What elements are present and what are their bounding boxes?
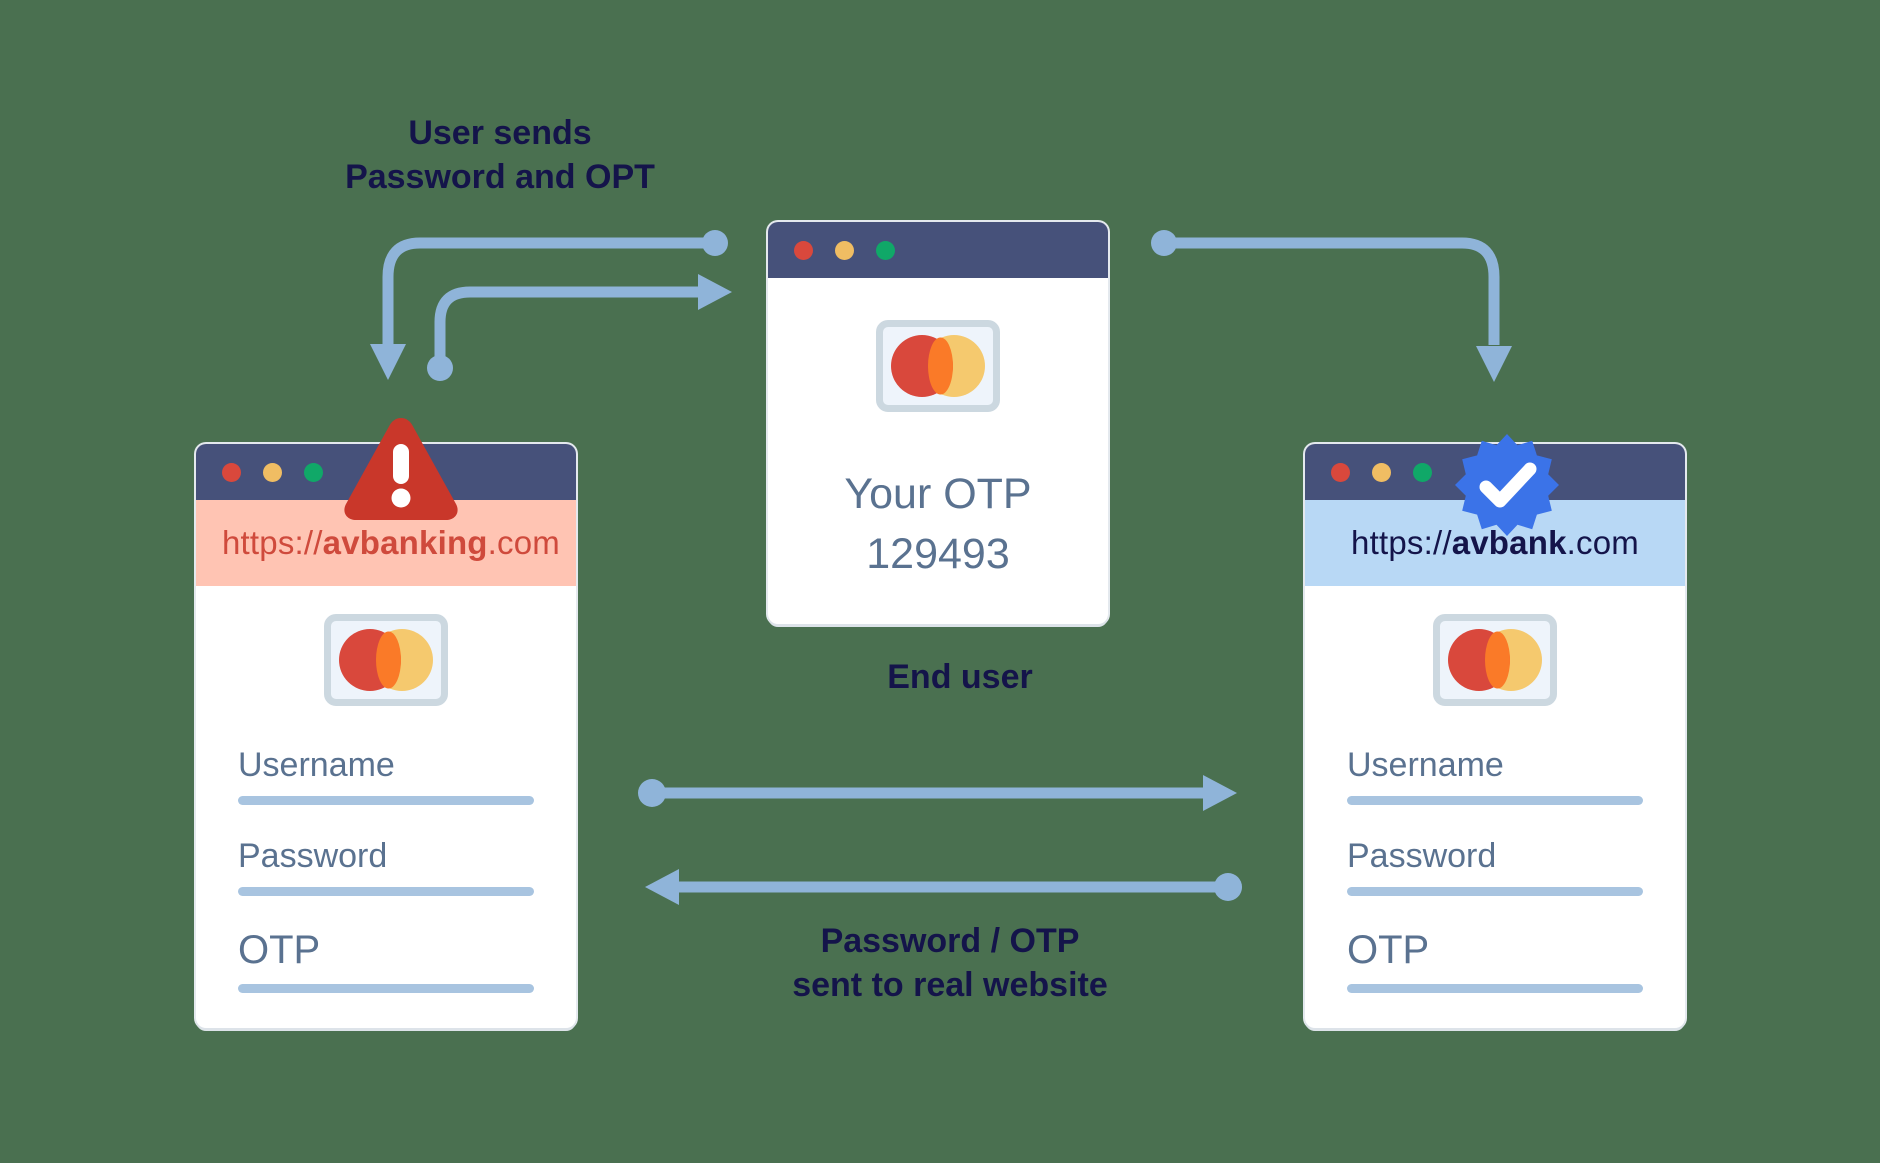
arrow-user-to-real <box>1151 230 1512 382</box>
arrow-real-to-phishing <box>645 869 1242 905</box>
otp-label: OTP <box>1347 928 1430 972</box>
warning-triangle-icon <box>344 418 458 520</box>
arrow-user-to-phishing <box>370 230 728 380</box>
close-dot[interactable] <box>222 462 241 482</box>
url-suffix: .com <box>487 524 560 561</box>
payment-card-icon <box>1433 614 1557 706</box>
minimize-dot[interactable] <box>835 240 854 260</box>
address-bar-real[interactable]: https://avbank.com <box>1305 500 1685 586</box>
payment-card-icon <box>324 614 448 706</box>
otp-heading: Your OTP <box>844 470 1032 518</box>
username-input-line[interactable] <box>238 796 534 805</box>
url-prefix: https:// <box>222 524 323 561</box>
caption-end-user: End user <box>887 658 1033 696</box>
arrow-phishing-to-real <box>638 775 1237 811</box>
url-prefix: https:// <box>1351 524 1452 561</box>
maximize-dot[interactable] <box>1413 462 1432 482</box>
password-input-line[interactable] <box>238 887 534 896</box>
caption-user-sends: User sends Password and OPT <box>345 114 655 196</box>
otp-label: OTP <box>238 928 321 972</box>
username-input-line[interactable] <box>1347 796 1643 805</box>
maximize-dot[interactable] <box>876 240 895 260</box>
close-dot[interactable] <box>794 240 813 260</box>
username-label: Username <box>1347 746 1504 784</box>
caption-password-otp-sent: Password / OTP sent to real website <box>792 922 1108 1004</box>
end-user-window[interactable]: Your OTP 129493 <box>768 222 1108 624</box>
password-field[interactable]: Password <box>1347 839 1643 896</box>
real-bank-window[interactable]: https://avbank.com Username Password OTP <box>1305 444 1685 1028</box>
username-label: Username <box>238 746 395 784</box>
otp-input-line[interactable] <box>238 984 534 993</box>
minimize-dot[interactable] <box>263 462 282 482</box>
password-field[interactable]: Password <box>238 839 534 896</box>
otp-code-value: 129493 <box>866 529 1010 578</box>
otp-input-line[interactable] <box>1347 984 1643 993</box>
card-circle-overlap <box>928 337 953 395</box>
payment-card-icon <box>876 320 1000 412</box>
card-circle-overlap <box>376 631 401 689</box>
phishing-site-window[interactable]: https://avbanking.com Username Password … <box>196 444 576 1028</box>
maximize-dot[interactable] <box>304 462 323 482</box>
otp-field[interactable]: OTP <box>238 930 534 993</box>
otp-field[interactable]: OTP <box>1347 930 1643 993</box>
url-suffix: .com <box>1566 524 1639 561</box>
password-input-line[interactable] <box>1347 887 1643 896</box>
titlebar <box>768 222 1108 278</box>
arrow-phishing-to-user <box>427 274 732 381</box>
username-field[interactable]: Username <box>238 748 534 805</box>
page-body: Username Password OTP <box>1305 586 1685 993</box>
minimize-dot[interactable] <box>1372 462 1391 482</box>
username-field[interactable]: Username <box>1347 748 1643 805</box>
password-label: Password <box>238 837 388 875</box>
close-dot[interactable] <box>1331 462 1350 482</box>
verified-check-icon <box>1455 434 1559 536</box>
page-body: Your OTP 129493 <box>768 278 1108 582</box>
password-label: Password <box>1347 837 1497 875</box>
url-domain: avbanking <box>322 524 488 561</box>
card-circle-overlap <box>1485 631 1510 689</box>
page-body: Username Password OTP <box>196 586 576 993</box>
